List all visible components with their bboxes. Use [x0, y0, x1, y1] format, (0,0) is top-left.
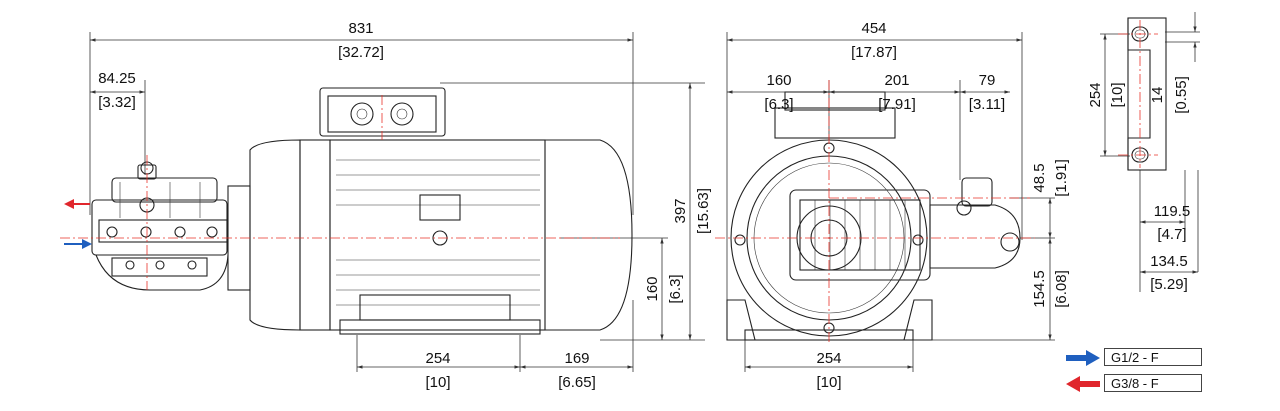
overall-height-in: [15.63] [695, 188, 712, 234]
front-foot-spacing-mm: 254 [816, 350, 841, 367]
foot-detail-drawing [1100, 12, 1200, 292]
offset-a-in: [4.7] [1157, 226, 1186, 243]
detail-hole-spacing-mm: 254 [1087, 82, 1104, 107]
front-view-drawing [715, 32, 1055, 372]
mid-width-mm: 201 [884, 72, 909, 89]
red-arrow-icon [1066, 376, 1100, 392]
foot-to-end-mm: 169 [564, 350, 589, 367]
detail-hole-spacing-in: [10] [1109, 82, 1126, 107]
lower-height-mm: 154.5 [1031, 270, 1048, 308]
offset-b-mm: 134.5 [1150, 253, 1188, 270]
right-width-mm: 79 [979, 72, 996, 89]
offset-a-mm: 119.5 [1154, 203, 1190, 220]
outlet-arrow-icon [64, 199, 90, 209]
overall-width-in: [17.87] [851, 44, 897, 61]
front-foot-spacing-in: [10] [816, 374, 841, 391]
side-view-drawing [60, 32, 705, 372]
slot-width-in: [0.55] [1173, 76, 1190, 114]
overall-length-in: [32.72] [338, 44, 384, 61]
legend-outlet-label: G3/8 - F [1104, 374, 1202, 392]
legend-inlet-label: G1/2 - F [1104, 348, 1202, 366]
shaft-height-in: [6.3] [667, 274, 684, 303]
overall-width-mm: 454 [861, 20, 886, 37]
port-legend: G1/2 - F G3/8 - F [1066, 344, 1206, 400]
mid-width-in: [7.91] [878, 96, 916, 113]
shaft-height-mm: 160 [644, 276, 661, 301]
pump-offset-in: [3.32] [98, 94, 136, 111]
upper-height-in: [1.91] [1053, 159, 1070, 197]
right-width-in: [3.11] [969, 96, 1005, 113]
upper-height-mm: 48.5 [1031, 163, 1048, 192]
left-width-mm: 160 [766, 72, 791, 89]
slot-width-mm: 14 [1149, 87, 1166, 104]
overall-height-mm: 397 [672, 198, 689, 223]
inlet-arrow-icon [64, 239, 92, 249]
blue-arrow-icon [1066, 350, 1100, 366]
offset-b-in: [5.29] [1150, 276, 1188, 293]
foot-spacing-mm: 254 [425, 350, 450, 367]
legend-row-outlet: G3/8 - F [1066, 374, 1206, 394]
foot-to-end-in: [6.65] [558, 374, 596, 391]
legend-row-inlet: G1/2 - F [1066, 348, 1206, 368]
lower-height-in: [6.08] [1053, 270, 1070, 308]
pump-offset-mm: 84.25 [98, 70, 136, 87]
foot-spacing-in: [10] [425, 374, 450, 391]
left-width-in: [6.3] [764, 96, 793, 113]
overall-length-mm: 831 [348, 20, 373, 37]
